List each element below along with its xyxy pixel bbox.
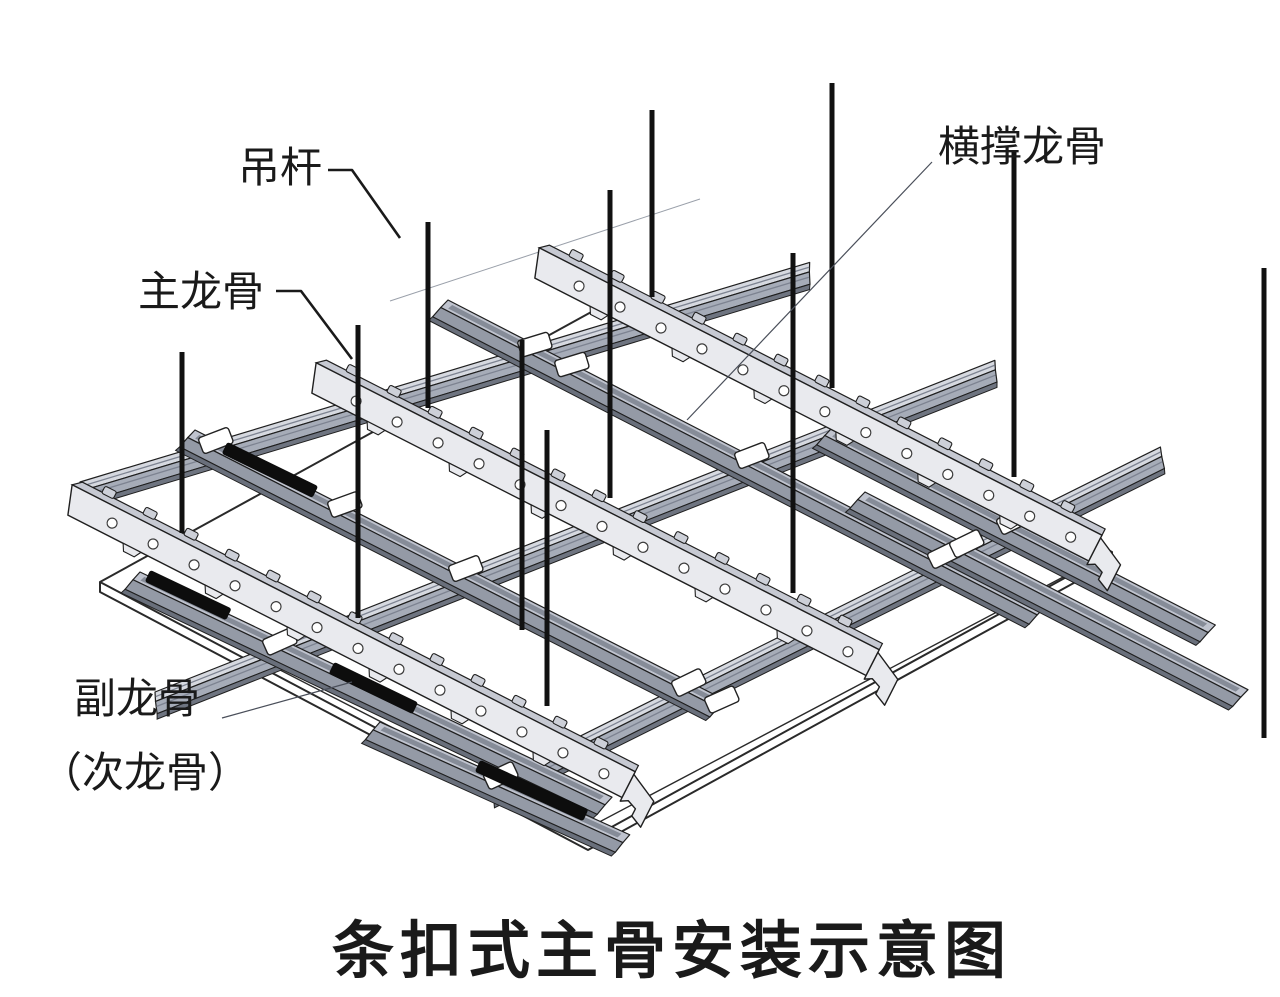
black-insert-strips <box>145 442 588 821</box>
cross-brace-channels <box>120 299 1249 857</box>
label-hanger-rod: 吊杆 <box>238 146 322 192</box>
leader-lines <box>221 161 933 719</box>
connector-clip <box>734 442 770 470</box>
label-main-keel: 主龙骨 <box>138 270 264 316</box>
connector-clip <box>703 685 740 714</box>
cross-brace-leader <box>686 161 933 421</box>
insert-strip <box>329 662 418 714</box>
connector-clip <box>948 529 985 558</box>
connector-clip <box>670 668 707 697</box>
hanger-rods <box>179 83 1267 738</box>
insert-strip <box>475 760 588 821</box>
connector-clip <box>554 351 590 378</box>
hanger-rod-leader <box>328 168 402 239</box>
insert-strip <box>222 442 318 498</box>
label-cross-brace-keel: 横撑龙骨 <box>938 125 1106 171</box>
main-keel-leader <box>276 289 354 360</box>
label-secondary-keel: 副龙骨 <box>74 677 200 723</box>
label-secondary-keel-alt: （次龙骨） <box>40 751 250 797</box>
insert-strip <box>145 570 231 620</box>
connector-clips <box>198 331 1032 790</box>
connector-clip <box>198 427 234 455</box>
connector-clip <box>448 555 484 583</box>
diagram-title: 条扣式主骨安装示意图 <box>332 917 1012 986</box>
secondary-keel-leader <box>221 681 353 719</box>
